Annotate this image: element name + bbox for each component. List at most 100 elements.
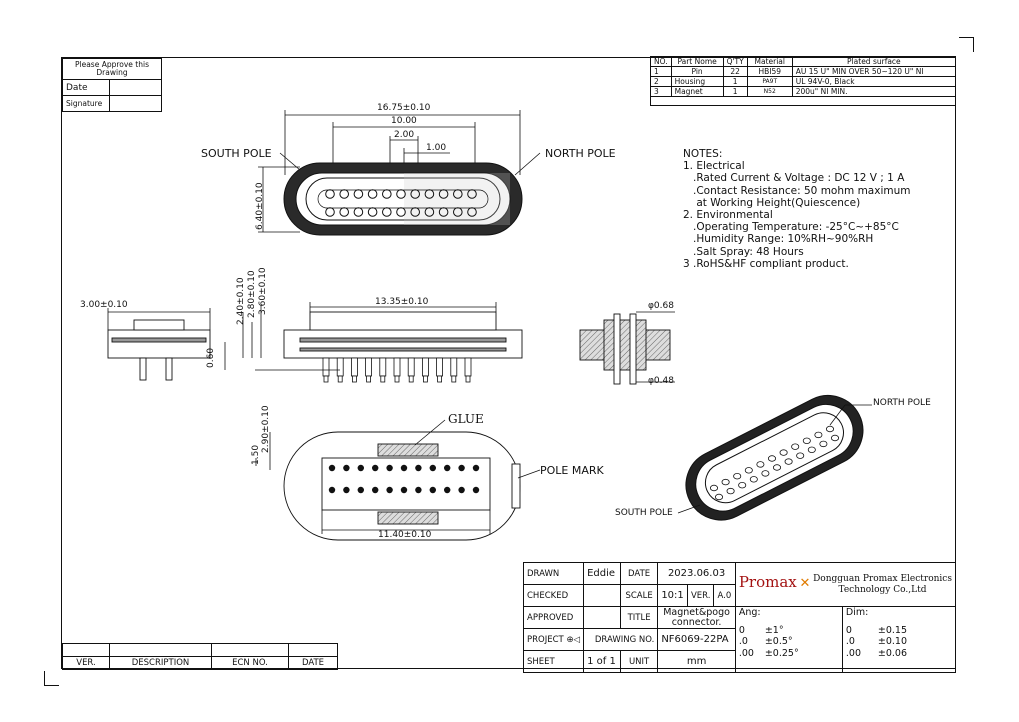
- pin-top: [467, 189, 477, 199]
- pin-tip: [337, 375, 343, 383]
- pin-tip: [351, 375, 357, 383]
- pin-bottom: [429, 464, 436, 472]
- pin-tip: [437, 375, 443, 383]
- dim-280: 2.80±0.10: [247, 270, 257, 318]
- pin-top: [424, 189, 435, 199]
- pin-side: [407, 357, 415, 377]
- pin-tip: [422, 375, 428, 383]
- pin-top: [410, 207, 421, 217]
- pin-iso: [807, 446, 816, 453]
- south-pole-label: SOUTH POLE: [201, 147, 272, 160]
- pin-bottom: [429, 486, 436, 494]
- ang-tol: ±1°: [764, 624, 784, 636]
- north-pole-label: NORTH POLE: [545, 147, 616, 160]
- pin-iso: [738, 482, 747, 489]
- pin-bottom: [415, 486, 422, 494]
- pin-bottom: [472, 486, 480, 494]
- rev-empty: [109, 643, 212, 657]
- projection-symbol-icon: ⊕◁: [566, 634, 581, 645]
- crop-mark-top-right: [959, 37, 974, 52]
- notes: NOTES:1. Electrical .Rated Current & Vol…: [683, 148, 910, 270]
- pin-bottom: [444, 486, 451, 494]
- rev-ver-header: VER.: [62, 656, 110, 670]
- pin-iso: [761, 470, 770, 477]
- pin-side: [464, 357, 472, 377]
- pin-tip: [451, 375, 457, 383]
- dim-precision: 0: [845, 624, 852, 636]
- pin-bottom: [386, 486, 393, 494]
- note-line: at Working Height(Quiescence): [683, 196, 861, 209]
- pin-bottom: [458, 464, 465, 472]
- pin-bottom: [458, 486, 465, 494]
- rev-empty: [211, 643, 289, 657]
- unit-value: mm: [657, 650, 736, 673]
- rev-description-header: DESCRIPTION: [109, 656, 212, 670]
- company-name-2: Technology Co.,Ltd: [838, 584, 927, 595]
- pin-iso: [733, 473, 742, 480]
- pin-bottom: [328, 464, 336, 472]
- angle-tolerances: Ang: 0±1° .0±0.5° .00±0.25°: [734, 606, 843, 673]
- dim-240: 2.40±0.10: [236, 277, 246, 325]
- pin-iso: [802, 437, 811, 444]
- pin-top: [339, 189, 350, 199]
- dim-height: 6.40±0.10: [255, 182, 265, 230]
- north-pole-3d-label: NORTH POLE: [873, 398, 931, 408]
- note-line: 3 .RoHS&HF compliant product.: [683, 257, 849, 270]
- pin-iso: [726, 487, 735, 495]
- dim-tol: ±0.06: [877, 647, 908, 659]
- project-label: PROJECT: [527, 634, 564, 645]
- pin-bottom: [372, 464, 379, 472]
- pin-tip: [394, 375, 400, 383]
- notes-title: NOTES:: [683, 148, 723, 160]
- pin-top: [438, 189, 449, 199]
- drawing-no-label: DRAWING NO.: [583, 628, 659, 651]
- pin-bottom: [328, 486, 336, 494]
- logo-swoosh-icon: ✕: [799, 576, 811, 592]
- pin-top: [438, 207, 449, 217]
- pin-tip: [323, 375, 329, 383]
- pin-side: [322, 357, 330, 377]
- signature-label: Signature: [62, 95, 110, 112]
- pole-mark-label: POLE MARK: [540, 464, 604, 477]
- pin-side: [421, 357, 429, 377]
- ang-label: Ang:: [738, 607, 761, 618]
- pin-tip: [380, 375, 386, 383]
- dim-060: 0.60: [206, 347, 216, 368]
- note-line: .Contact Resistance: 50 mohm maximum: [683, 184, 911, 197]
- sheet-value: 1 of 1: [583, 650, 621, 673]
- pin-iso: [773, 464, 782, 471]
- note-line: .Humidity Range: 10%RH~90%RH: [683, 233, 874, 246]
- bom-cell: 1: [722, 86, 748, 97]
- pin-side: [336, 357, 344, 377]
- pin-top: [382, 207, 392, 217]
- pin-bottom: [343, 464, 350, 472]
- pin-bottom: [444, 464, 451, 472]
- unit-label: UNIT: [619, 650, 659, 673]
- bom-cell: 200u" NI MIN.: [791, 86, 957, 97]
- scale-value: 10:1: [657, 584, 688, 607]
- ang-tol: ±0.25°: [764, 647, 799, 659]
- pin-side: [393, 357, 401, 377]
- pin-tip: [408, 375, 414, 383]
- pin-top: [367, 189, 378, 199]
- pin-top: [396, 207, 406, 217]
- pin-iso: [749, 476, 758, 483]
- drawing-no: NF6069-22PA: [657, 628, 736, 651]
- rev-empty: [288, 643, 338, 657]
- pin-tip: [366, 375, 372, 383]
- date-label: DATE: [619, 562, 659, 585]
- pin-top: [325, 207, 335, 217]
- rev-ecn-header: ECN NO.: [211, 656, 289, 670]
- rev-date-header: DATE: [288, 656, 338, 670]
- dimension-tolerances: Dim: 0±0.15 .0±0.10 .00±0.06: [841, 606, 957, 673]
- signature-field[interactable]: [109, 95, 162, 112]
- pin-iso: [784, 458, 793, 465]
- pin-bottom: [386, 464, 393, 472]
- crop-mark-bottom-left: [44, 671, 59, 686]
- pin-side: [350, 357, 358, 377]
- pin-top: [353, 189, 364, 199]
- drawing-date: 2023.06.03: [657, 562, 736, 585]
- pin-iso: [768, 455, 777, 462]
- dim-side-width: 3.00±0.10: [80, 300, 128, 310]
